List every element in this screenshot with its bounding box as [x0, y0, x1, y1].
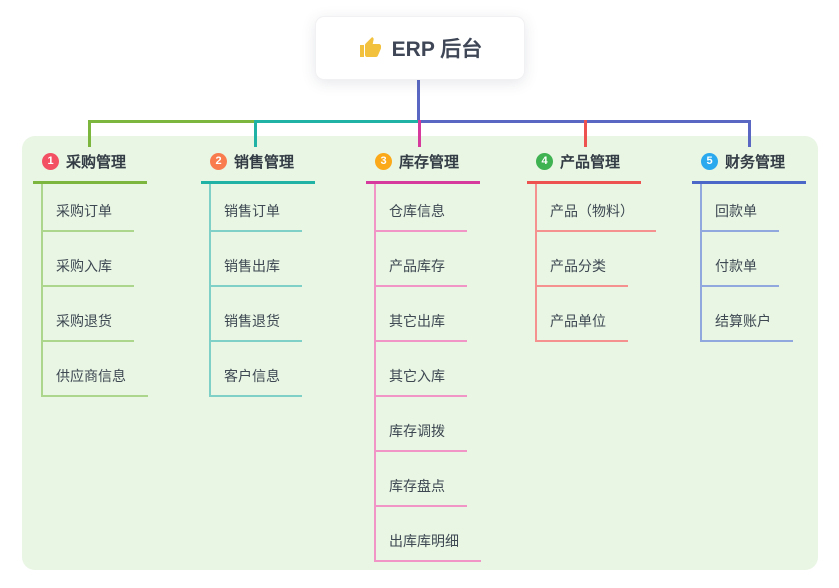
branch-column-inventory: 3 库存管理 仓库信息 产品库存 其它出库 其它入库 库存调拨 库存盘点 出库库… [366, 148, 481, 562]
branch-node-inventory[interactable]: 3 库存管理 [366, 148, 480, 184]
child-node[interactable]: 销售退货 [211, 287, 302, 342]
branch-number-badge: 3 [375, 153, 392, 170]
child-node[interactable]: 出库库明细 [376, 507, 481, 562]
child-node[interactable]: 库存盘点 [376, 452, 467, 507]
trunk-line [417, 78, 420, 123]
root-label: ERP 后台 [391, 38, 483, 61]
branch-column-sales: 2 销售管理 销售订单 销售出库 销售退货 客户信息 [201, 148, 315, 397]
branch-children: 销售订单 销售出库 销售退货 客户信息 [209, 184, 302, 397]
bus-segment-sales [254, 120, 419, 123]
root-node[interactable]: ERP 后台 [315, 16, 525, 80]
board-panel [22, 136, 818, 570]
branch-children: 回款单 付款单 结算账户 [700, 184, 793, 342]
drop-line-finance [748, 120, 751, 147]
branch-node-sales[interactable]: 2 销售管理 [201, 148, 315, 184]
child-node[interactable]: 其它出库 [376, 287, 467, 342]
branch-label: 产品管理 [560, 154, 621, 171]
child-node[interactable]: 产品分类 [537, 232, 628, 287]
child-node[interactable]: 产品（物料） [537, 184, 656, 232]
branch-number-badge: 4 [536, 153, 553, 170]
branch-number-badge: 5 [701, 153, 718, 170]
bus-segment-purchase [88, 120, 256, 123]
branch-column-purchase: 1 采购管理 采购订单 采购入库 采购退货 供应商信息 [33, 148, 148, 397]
drop-line-sales [254, 120, 257, 147]
child-node[interactable]: 采购入库 [43, 232, 134, 287]
child-node[interactable]: 产品库存 [376, 232, 467, 287]
child-node[interactable]: 供应商信息 [43, 342, 148, 397]
branch-children: 仓库信息 产品库存 其它出库 其它入库 库存调拨 库存盘点 出库库明细 [374, 184, 481, 562]
branch-column-product: 4 产品管理 产品（物料） 产品分类 产品单位 [527, 148, 656, 342]
branch-number-badge: 1 [42, 153, 59, 170]
child-node[interactable]: 仓库信息 [376, 184, 467, 232]
branch-number-badge: 2 [210, 153, 227, 170]
thumbs-up-icon [359, 37, 381, 57]
child-node[interactable]: 销售出库 [211, 232, 302, 287]
branch-node-purchase[interactable]: 1 采购管理 [33, 148, 147, 184]
branch-children: 采购订单 采购入库 采购退货 供应商信息 [41, 184, 148, 397]
branch-label: 库存管理 [399, 154, 460, 171]
child-node[interactable]: 结算账户 [702, 287, 793, 342]
branch-node-product[interactable]: 4 产品管理 [527, 148, 641, 184]
drop-line-inventory [418, 120, 421, 147]
branch-label: 采购管理 [66, 154, 127, 171]
child-node[interactable]: 其它入库 [376, 342, 467, 397]
branch-column-finance: 5 财务管理 回款单 付款单 结算账户 [692, 148, 806, 342]
drop-line-purchase [88, 120, 91, 147]
child-node[interactable]: 付款单 [702, 232, 779, 287]
child-node[interactable]: 产品单位 [537, 287, 628, 342]
child-node[interactable]: 库存调拨 [376, 397, 467, 452]
branch-label: 销售管理 [234, 154, 295, 171]
branch-label: 财务管理 [725, 154, 786, 171]
branch-children: 产品（物料） 产品分类 产品单位 [535, 184, 656, 342]
drop-line-product [584, 120, 587, 147]
child-node[interactable]: 回款单 [702, 184, 779, 232]
child-node[interactable]: 采购退货 [43, 287, 134, 342]
child-node[interactable]: 客户信息 [211, 342, 302, 397]
branch-node-finance[interactable]: 5 财务管理 [692, 148, 806, 184]
child-node[interactable]: 销售订单 [211, 184, 302, 232]
child-node[interactable]: 采购订单 [43, 184, 134, 232]
